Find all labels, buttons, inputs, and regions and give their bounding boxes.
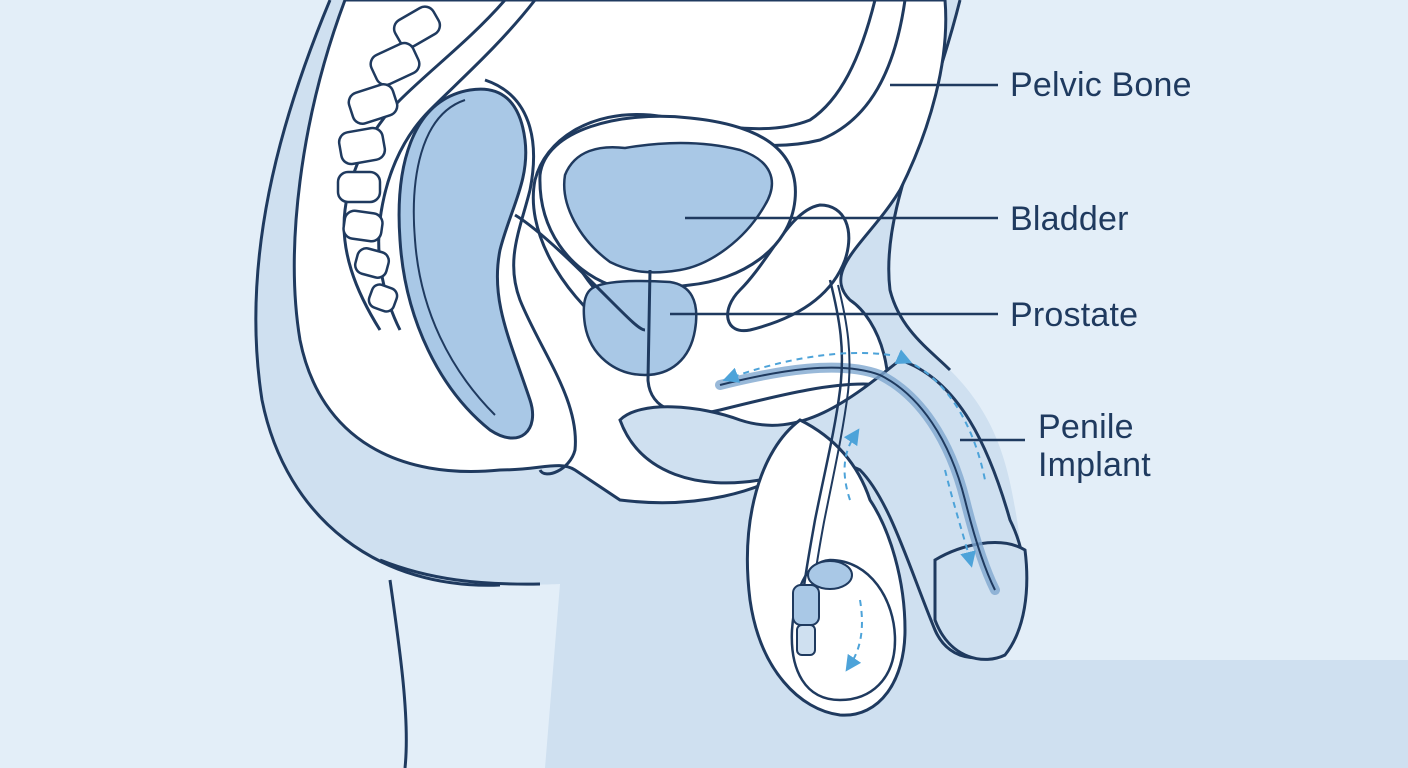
sacrum: [336, 0, 537, 331]
label-penile-implant-line1: Penile: [1038, 408, 1134, 446]
leg-outline: [388, 579, 408, 768]
glans: [933, 541, 1029, 661]
rectum-outer-wall: [484, 78, 577, 476]
label-penile-implant-line2: Implant: [1038, 446, 1151, 484]
buttock-outline: [379, 558, 541, 586]
label-penile-implant: Penile Implant: [1038, 408, 1151, 484]
leader-lines: [670, 83, 1025, 442]
implant-tubing: [798, 279, 844, 641]
body-back-outline: [254, 0, 501, 587]
rectum: [397, 87, 535, 440]
label-pelvic-bone: Pelvic Bone: [1010, 66, 1192, 104]
implant-pump: [792, 560, 853, 656]
fluid-flow-arrows: [722, 349, 986, 672]
seminal-duct: [514, 213, 646, 332]
implant-cylinder-outline: [719, 366, 996, 591]
label-bladder: Bladder: [1010, 200, 1129, 238]
rectum-inner: [412, 99, 496, 416]
abdomen-front: [888, 0, 1408, 660]
label-prostate: Prostate: [1010, 296, 1139, 334]
bladder-organ: [562, 141, 774, 274]
